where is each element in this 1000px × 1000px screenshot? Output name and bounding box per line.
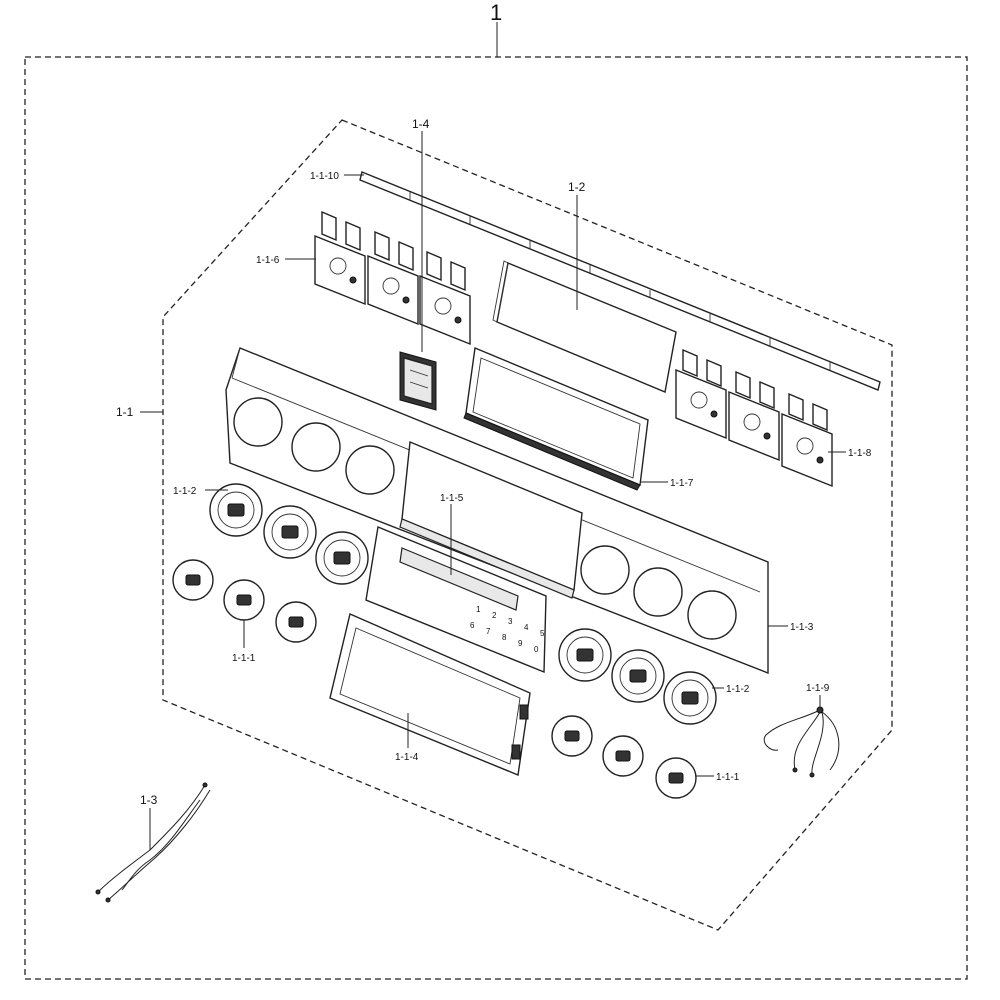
knob-small bbox=[551, 715, 593, 757]
wire-harness-small bbox=[763, 706, 840, 778]
keypad-key: 0 bbox=[534, 645, 539, 654]
label-knob-large-left: 1-1-2 bbox=[173, 486, 197, 497]
keypad-key: 7 bbox=[486, 627, 491, 636]
knob-small-right-group bbox=[551, 715, 697, 799]
keypad-key: 6 bbox=[470, 621, 475, 630]
label-knob-small-right: 1-1-1 bbox=[716, 772, 740, 783]
keypad-key: 2 bbox=[492, 611, 497, 620]
knob-small bbox=[223, 579, 265, 621]
label-display-housing: 1-1-7 bbox=[670, 478, 694, 489]
knob-large bbox=[663, 671, 717, 725]
label-wire-harness: 1-3 bbox=[140, 793, 158, 807]
assembly-boundary bbox=[24, 56, 968, 980]
display-frame bbox=[329, 613, 531, 776]
knob-small bbox=[602, 735, 644, 777]
knob-large bbox=[315, 531, 369, 585]
top-rail bbox=[359, 171, 881, 391]
keypad-key: 4 bbox=[524, 623, 529, 632]
keypad: 1 2 3 4 5 6 7 8 9 0 bbox=[470, 605, 545, 654]
control-panel-boundary bbox=[162, 119, 893, 931]
knob-large-right-group bbox=[558, 628, 717, 725]
keypad-key: 5 bbox=[540, 629, 545, 638]
bracket-left bbox=[314, 210, 471, 346]
knob-small bbox=[655, 757, 697, 799]
sub-pcb bbox=[399, 351, 437, 411]
bracket-right bbox=[675, 348, 833, 488]
touch-pcb bbox=[365, 526, 547, 674]
display-window bbox=[399, 440, 583, 599]
label-wire-harness-small: 1-1-9 bbox=[806, 683, 830, 694]
pcb-main bbox=[492, 260, 677, 393]
label-assembly: 1 bbox=[490, 0, 502, 25]
label-top-rail: 1-1-10 bbox=[310, 171, 339, 182]
display-housing bbox=[463, 347, 649, 491]
label-display-frame: 1-1-4 bbox=[395, 752, 419, 763]
keypad-key: 9 bbox=[518, 639, 523, 648]
keypad-key: 3 bbox=[508, 617, 513, 626]
label-panel-body: 1-1-3 bbox=[790, 622, 814, 633]
knob-large-left-group bbox=[209, 483, 369, 585]
label-bracket-right: 1-1-8 bbox=[848, 448, 872, 459]
wire-harness bbox=[95, 782, 211, 903]
label-pcb-main: 1-2 bbox=[568, 180, 586, 194]
knob-small bbox=[172, 559, 214, 601]
label-control-panel-assy: 1-1 bbox=[116, 405, 134, 419]
label-sub-pcb: 1-4 bbox=[412, 117, 430, 131]
knob-large bbox=[611, 649, 665, 703]
label-knob-large-right: 1-1-2 bbox=[726, 684, 750, 695]
label-touch-pcb: 1-1-5 bbox=[440, 493, 464, 504]
knob-large bbox=[209, 483, 263, 537]
knob-large bbox=[558, 628, 612, 682]
label-bracket-left: 1-1-6 bbox=[256, 255, 280, 266]
keypad-key: 8 bbox=[502, 633, 507, 642]
label-knob-small: 1-1-1 bbox=[232, 653, 256, 664]
knob-large bbox=[263, 505, 317, 559]
keypad-key: 1 bbox=[476, 605, 481, 614]
knob-small bbox=[275, 601, 317, 643]
